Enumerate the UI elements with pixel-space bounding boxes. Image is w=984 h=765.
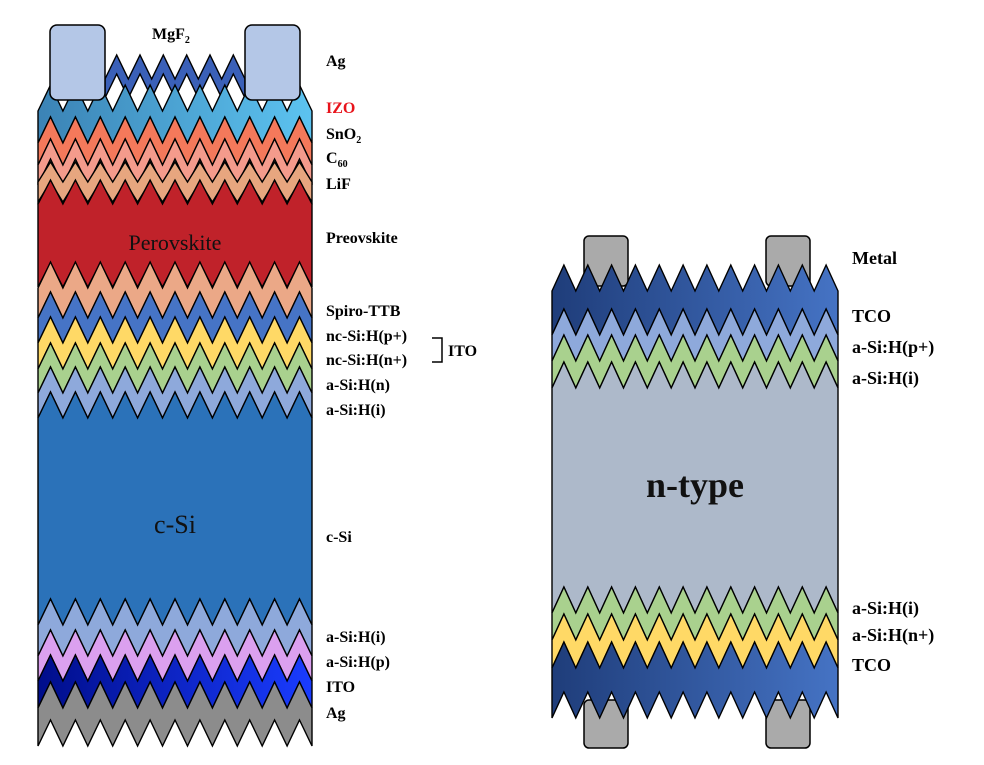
- ntype-inner-label: n-type: [646, 465, 744, 505]
- right-label-tco-bottom: TCO: [852, 655, 891, 675]
- right-label-asi-i-bottom: a-Si:H(i): [852, 598, 919, 619]
- tco-bottom-layer: [551, 640, 839, 720]
- left-label-asi-i-top: a-Si:H(i): [326, 402, 386, 419]
- right-label-asi-i-top: a-Si:H(i): [852, 368, 919, 389]
- right-label-asi-n-plus: a-Si:H(n+): [852, 625, 934, 646]
- left-layer-bands: [37, 53, 313, 748]
- ito-bracket-label: ITO: [448, 343, 477, 360]
- left-label-asi-i-bottom: a-Si:H(i): [326, 629, 386, 646]
- mgf2-label: MgF2: [152, 26, 190, 46]
- right-layer-bands: [551, 263, 839, 720]
- right-label-tco-top: TCO: [852, 306, 891, 326]
- left-layer-labels: AgIZOSnO2C60LiFPreovskiteSpiro-TTBnc-Si:…: [326, 53, 407, 722]
- mgf2-subscript: 2: [185, 35, 190, 46]
- perovskite-inner-label: Perovskite: [129, 230, 222, 255]
- ito-bracket: [432, 337, 443, 363]
- left-label-csi: c-Si: [326, 529, 352, 546]
- left-label-c60: C60: [326, 150, 348, 170]
- left-label-nc-si-n: nc-Si:H(n+): [326, 352, 407, 369]
- left-label-lif: LiF: [326, 176, 351, 193]
- left-label-spiro-ttb: Spiro-TTB: [326, 303, 401, 320]
- left-label-sno2: SnO2: [326, 126, 361, 146]
- left-label-ag-top: Ag: [326, 53, 346, 70]
- left-label-sno2-subscript: 2: [356, 135, 361, 146]
- csi-layer: [37, 390, 313, 627]
- left-label-nc-si-p: nc-Si:H(p+): [326, 328, 407, 345]
- left-label-perovskite: Preovskite: [326, 230, 398, 247]
- left-stack: Perovskite c-Si MgF2 AgIZOSnO2C60LiFPreo…: [37, 24, 477, 748]
- left-label-asi-p: a-Si:H(p): [326, 654, 390, 671]
- right-label-metal: Metal: [852, 248, 897, 268]
- left-label-asi-n: a-Si:H(n): [326, 377, 390, 394]
- ag-contact-left: [49, 24, 106, 101]
- left-label-ag-bottom: Ag: [326, 705, 346, 722]
- ag-contact-right: [244, 24, 301, 101]
- ag-bottom-layer: [37, 680, 313, 748]
- right-label-asi-p-plus: a-Si:H(p+): [852, 337, 934, 358]
- left-label-c60-subscript: 60: [338, 159, 348, 170]
- left-label-izo: IZO: [326, 100, 355, 117]
- left-label-ito-bottom: ITO: [326, 679, 355, 696]
- csi-inner-label: c-Si: [154, 510, 196, 539]
